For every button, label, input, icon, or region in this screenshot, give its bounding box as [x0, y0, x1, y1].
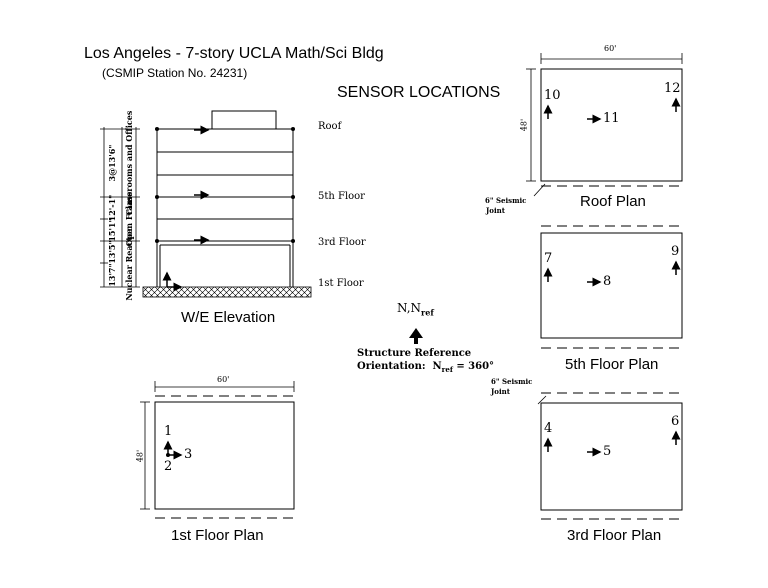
fifth-plan-caption: 5th Floor Plan [565, 356, 659, 373]
third-joint-label-1: 6" Seismic [491, 377, 533, 386]
sensor-6: 6 [671, 414, 680, 429]
section-label-nuclear: Nuclear Reactor [124, 227, 134, 301]
first-sensor-arrows [163, 440, 183, 460]
roof-plan [526, 53, 683, 197]
diagram-title: Los Angeles - 7-story UCLA Math/Sci Bldg [84, 45, 384, 62]
north-arrow-icon [409, 328, 423, 344]
roof-joint-label-1: 6" Seismic [485, 196, 527, 205]
sensor-12: 12 [664, 81, 681, 96]
orientation-value: = 360° [456, 361, 495, 372]
roof-joint-label-2: Joint [486, 206, 505, 215]
roof-width-dim: 60' [604, 44, 617, 53]
first-depth-dim: 48' [135, 449, 145, 463]
north-label-text: N,N [397, 301, 422, 315]
elevation-caption: W/E Elevation [181, 309, 276, 326]
first-plan-caption: 1st Floor Plan [171, 527, 264, 544]
first-floor-plan [140, 381, 295, 519]
ground-hatch [142, 286, 312, 298]
floor-label-1st: 1st Floor [318, 278, 364, 289]
north-label-sub: ref [421, 307, 434, 318]
station-label: (CSMIP Station No. 24231) [102, 66, 248, 80]
sensor-3: 3 [184, 447, 193, 462]
orientation-n: N [432, 361, 442, 372]
third-sensor-arrows [543, 430, 681, 457]
elevation-building [156, 110, 294, 287]
dim-label-13-5: 13'5" [107, 240, 117, 264]
orientation-label: Orientation: [357, 361, 426, 372]
third-joint-label-2: Joint [491, 387, 510, 396]
sensor-10: 10 [544, 88, 561, 103]
sensor-1: 1 [164, 424, 173, 439]
orientation-n-sub: ref [441, 365, 453, 374]
sensor-4: 4 [544, 421, 553, 436]
third-floor-plan [537, 392, 683, 520]
sensor-2: 2 [164, 459, 173, 474]
sensor-11: 11 [603, 111, 620, 126]
orientation-line-1: Structure Reference [357, 348, 472, 359]
elevation-sensor-arrows [162, 125, 210, 292]
dim-label-3at13-6: 3@13'6" [107, 144, 117, 182]
floor-label-roof: Roof [318, 121, 342, 132]
dim-label-13-7: 13'7" [107, 263, 117, 287]
penthouse [211, 110, 277, 130]
roof-depth-dim: 48' [519, 118, 529, 132]
third-plan-caption: 3rd Floor Plan [567, 527, 662, 544]
sensor-locations-heading: SENSOR LOCATIONS [337, 84, 501, 101]
roof-sensor-arrows [543, 97, 681, 124]
roof-plan-caption: Roof Plan [580, 193, 646, 210]
fifth-sensor-arrows [543, 260, 681, 287]
floor-label-3rd: 3rd Floor [318, 237, 366, 248]
floor-label-5th: 5th Floor [318, 191, 365, 202]
first-width-dim: 60' [217, 375, 230, 384]
dim-label-12-1: 12'-1" [107, 194, 117, 222]
fifth-floor-plan [540, 225, 683, 349]
orientation-line-2: Orientation: Nref = 360° [357, 361, 494, 374]
sensor-7: 7 [544, 251, 553, 266]
sensor-9: 9 [671, 244, 680, 259]
dim-label-15-1: 15'1" [107, 218, 117, 242]
sensor-8: 8 [603, 274, 612, 289]
north-label: N,Nref [397, 301, 434, 317]
elevation-sensor-dots [155, 127, 295, 243]
elevation-dimension-lines [100, 127, 140, 288]
sensor-5: 5 [603, 444, 612, 459]
